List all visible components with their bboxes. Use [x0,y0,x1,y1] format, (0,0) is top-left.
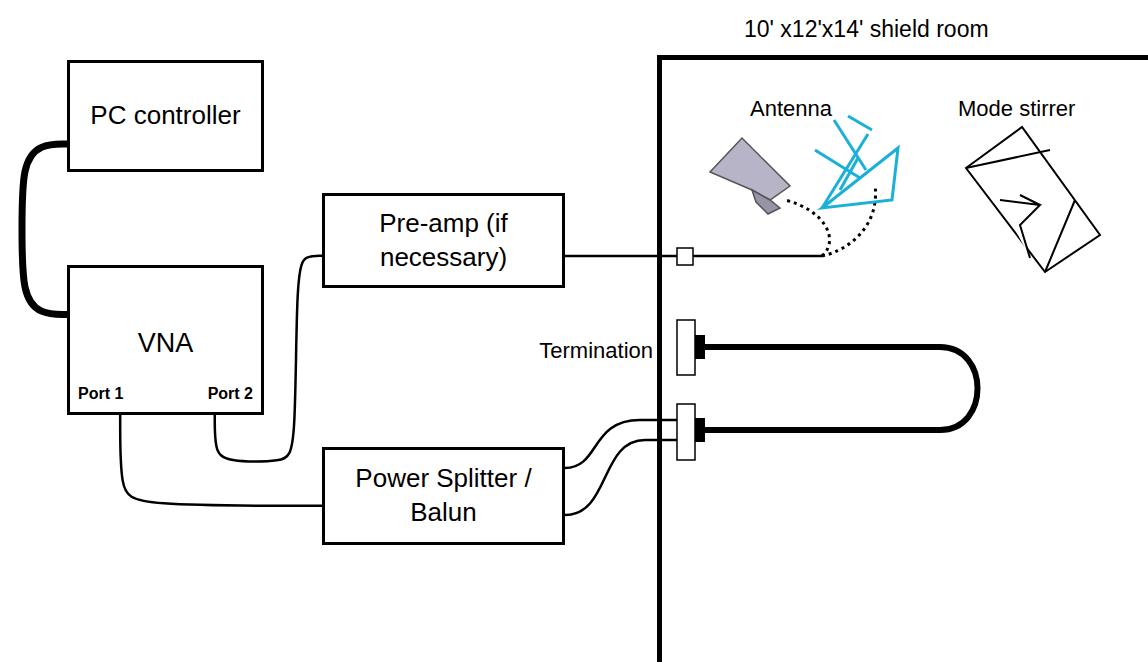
node-text: PC controller [90,99,240,133]
antenna-label: Antenna [750,96,832,122]
process-box: Power Splitter / Balun [322,447,565,545]
cable [120,415,322,506]
process-box: PC controller [67,60,264,172]
connector-body [695,418,705,442]
loop-cable [695,347,978,430]
mode-stirrer-label: Mode stirrer [958,96,1075,122]
horn-antenna [710,138,790,214]
cable [22,144,67,315]
mode-stirrer [966,127,1100,272]
node-text: VNA [70,326,261,361]
feedthrough [677,248,693,265]
process-box: Pre-amp (if necessary) [322,193,565,288]
node-text: 10' x12'x14' shield room [744,15,989,45]
port-label: Port 2 [208,384,253,405]
log-periodic-antenna [815,116,898,208]
cable [565,440,680,515]
port-label: Port 1 [78,384,123,405]
shield-room: 10' x12'x14' shield room [657,55,1148,662]
node-text: Power Splitter / Balun [333,462,554,530]
instrument-box: VNA Port 1 Port 2 [67,265,264,415]
feedthrough-connector [677,404,695,460]
cable [565,420,680,468]
termination-label: Termination [539,338,653,364]
node-text: Pre-amp (if necessary) [333,207,554,275]
termination-connector [677,320,695,375]
connector-body [695,335,705,359]
